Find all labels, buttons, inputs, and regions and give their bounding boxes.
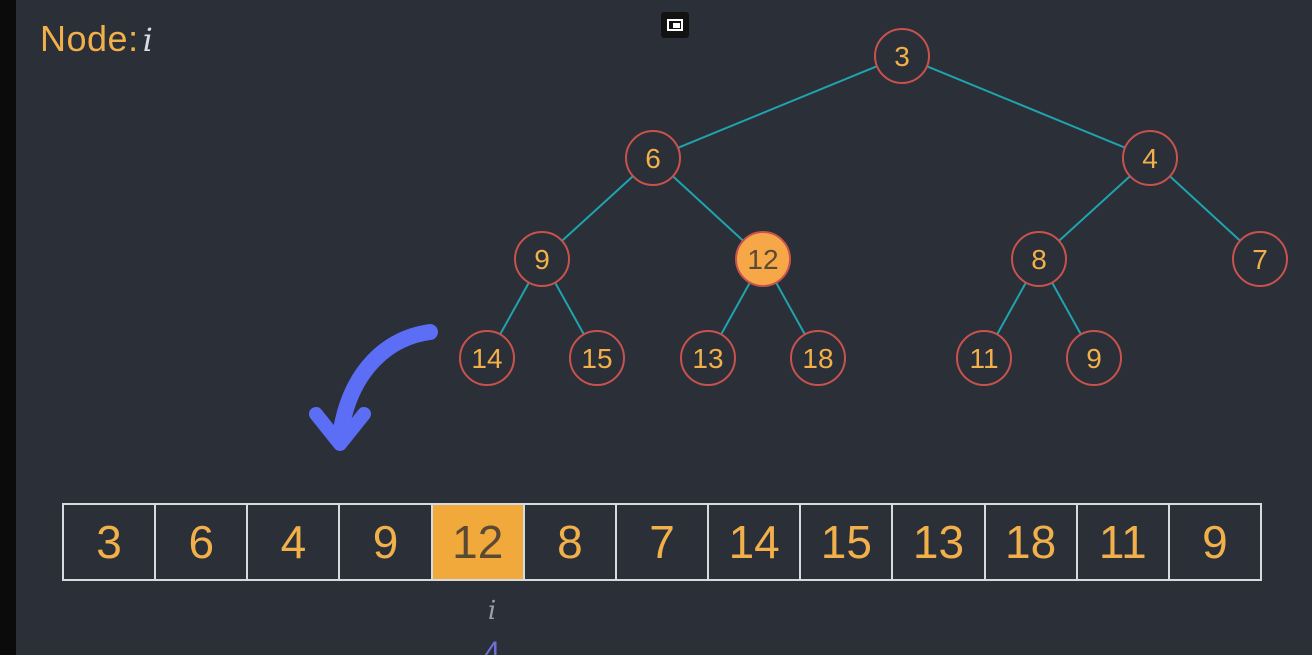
tree-node-n1: 6 <box>625 130 681 186</box>
tree-node-value: 14 <box>471 343 502 374</box>
array-cell: 7 <box>617 505 710 579</box>
array-cell: 18 <box>986 505 1078 579</box>
tree-edge-n2-n5 <box>1058 175 1131 242</box>
tree-node-circle <box>1066 330 1122 386</box>
tree-node-circle <box>459 330 515 386</box>
tree-edge-n4-n10 <box>775 282 806 335</box>
tree-node-n5: 8 <box>1011 231 1067 287</box>
tree-node-value: 11 <box>969 343 998 374</box>
tree-edge-n0-n1 <box>677 65 878 149</box>
tree-node-circle <box>514 231 570 287</box>
node-title: Node:i <box>40 18 153 60</box>
tree-edge-n0-n2 <box>926 65 1126 149</box>
tree-node-value: 4 <box>1142 143 1158 174</box>
tree-node-value: 13 <box>692 343 723 374</box>
array-cell: 9 <box>340 505 433 579</box>
tree-edge-n5-n11 <box>996 282 1027 335</box>
tree-node-circle <box>956 330 1012 386</box>
tree-edge-n4-n9 <box>720 282 751 335</box>
tree-node-circle <box>735 231 791 287</box>
array-cell: 13 <box>893 505 986 579</box>
tree-node-n4: 12 <box>735 231 791 287</box>
array-cell: 14 <box>709 505 802 579</box>
tree-edge-n1-n3 <box>561 175 634 242</box>
tree-edges <box>499 65 1241 335</box>
tree-edge-n2-n6 <box>1169 175 1241 242</box>
tree-edge-n5-n12 <box>1051 282 1082 335</box>
array-cell: 4 <box>248 505 341 579</box>
tree-node-value: 9 <box>1086 343 1102 374</box>
tree-node-value: 6 <box>645 143 661 174</box>
tree-node-circle <box>1011 231 1067 287</box>
index-marker-label: i <box>487 596 497 626</box>
tree-node-n12: 9 <box>1066 330 1122 386</box>
tree-node-circle <box>874 28 930 84</box>
tree-node-n10: 18 <box>790 330 846 386</box>
array-cell: 9 <box>1202 516 1228 568</box>
tree-node-n0: 3 <box>874 28 930 84</box>
tree-node-n8: 15 <box>569 330 625 386</box>
tree-edge-n3-n7 <box>499 282 530 335</box>
tree-node-n3: 9 <box>514 231 570 287</box>
tree-node-circle <box>790 330 846 386</box>
tree-node-circle <box>1122 130 1178 186</box>
array-cell: 8 <box>525 505 617 579</box>
index-marker-value: 4 <box>483 636 501 655</box>
tree-nodes: 3 6 4 9 12 8 7 14 15 13 18 11 9 <box>459 28 1288 386</box>
tree-node-circle <box>680 330 736 386</box>
node-title-label: Node: <box>40 18 139 59</box>
node-title-variable: i <box>142 21 154 59</box>
heap-tree: 3 6 4 9 12 8 7 14 15 13 18 11 9 <box>309 28 1288 451</box>
tree-node-value: 18 <box>802 343 833 374</box>
tree-node-value: 3 <box>894 41 910 72</box>
picture-in-picture-icon[interactable] <box>661 12 689 38</box>
array-cell: 15 <box>801 505 894 579</box>
tree-node-n9: 13 <box>680 330 736 386</box>
tree-edge-n1-n4 <box>672 175 744 242</box>
tree-node-n2: 4 <box>1122 130 1178 186</box>
array-cell: 12 <box>432 505 525 579</box>
tree-node-n11: 11 <box>956 330 1012 386</box>
curved-arrow-down-icon <box>309 324 438 451</box>
tree-node-n7: 14 <box>459 330 515 386</box>
tree-node-circle <box>1232 231 1288 287</box>
tree-node-n6: 7 <box>1232 231 1288 287</box>
tree-node-value: 8 <box>1031 244 1047 275</box>
tree-node-value: 12 <box>747 244 778 275</box>
tree-node-circle <box>625 130 681 186</box>
array-cell: 11 <box>1078 505 1170 579</box>
array-cell: 6 <box>156 505 249 579</box>
tree-node-circle <box>569 330 625 386</box>
array-cell: 3 <box>64 505 157 579</box>
tree-node-value: 7 <box>1252 244 1268 275</box>
tree-edge-n3-n8 <box>554 282 585 335</box>
tree-node-value: 15 <box>581 343 612 374</box>
tree-node-value: 9 <box>534 244 550 275</box>
